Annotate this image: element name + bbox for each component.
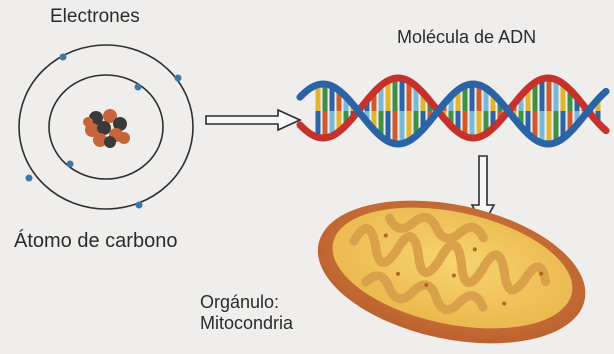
dna-base-pair bbox=[547, 111, 552, 144]
mitochondria bbox=[305, 178, 599, 354]
dna-molecule-label: Molécula de ADN bbox=[397, 27, 536, 48]
dna-base-pair bbox=[400, 78, 405, 111]
nucleus bbox=[83, 109, 130, 148]
electron bbox=[60, 54, 67, 61]
electron bbox=[26, 175, 33, 182]
dna-base-pair bbox=[323, 111, 328, 138]
carbon-atom bbox=[19, 45, 193, 209]
dna-base-pair bbox=[547, 78, 552, 111]
dna-base-pair bbox=[393, 78, 398, 111]
dna-base-pair bbox=[470, 84, 475, 111]
electrons-label: Electrones bbox=[50, 6, 140, 28]
dna-molecule bbox=[300, 78, 606, 144]
electron bbox=[175, 75, 182, 82]
dna-base-pair bbox=[540, 111, 545, 143]
organelle-label-line1: Orgánulo: bbox=[200, 292, 293, 313]
dna-base-pair bbox=[323, 84, 328, 111]
electron bbox=[67, 161, 74, 168]
dna-base-pair bbox=[470, 111, 475, 138]
dna-base-pair bbox=[393, 111, 398, 144]
carbon-atom-label: Átomo de carbono bbox=[14, 230, 177, 253]
dna-base-pair bbox=[540, 79, 545, 111]
dna-base-pair bbox=[400, 111, 405, 144]
organelle-label: Orgánulo: Mitocondria bbox=[200, 292, 293, 334]
electron bbox=[135, 84, 142, 91]
electron bbox=[136, 202, 143, 209]
organelle-label-line2: Mitocondria bbox=[200, 313, 293, 334]
hollow-arrow-right-icon bbox=[206, 110, 300, 130]
